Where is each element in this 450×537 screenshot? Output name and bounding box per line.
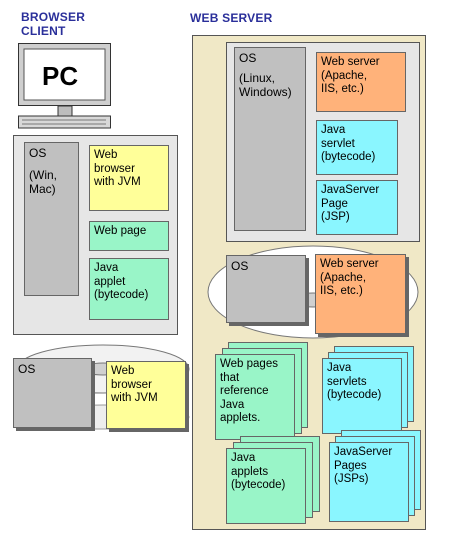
client-java-applet-box: Java applet (bytecode)	[89, 258, 169, 320]
jsps-stack-front: JavaServer Pages (JSPs)	[329, 442, 409, 522]
server-os-box: OS (Linux, Windows)	[234, 47, 306, 231]
browser-client-heading: BROWSER CLIENT	[21, 10, 86, 38]
client-web-page-box: Web page	[89, 221, 169, 251]
web-pages-stack-front: Web pages that reference Java applets.	[215, 354, 295, 440]
web-server-heading: WEB SERVER	[190, 11, 273, 25]
pc-monitor-icon	[18, 43, 113, 133]
client-os-label: OS (Win, Mac)	[29, 146, 57, 196]
pc-label: PC	[42, 61, 79, 91]
client-disk-browser-box: Web browser with JVM	[106, 361, 186, 429]
server-os-label: OS (Linux, Windows)	[239, 51, 292, 99]
server-jsp-box: JavaServer Page (JSP)	[316, 180, 398, 235]
server-disk-webserver-box: Web server (Apache, IIS, etc.)	[315, 254, 406, 334]
server-java-servlet-box: Java servlet (bytecode)	[316, 120, 398, 175]
servlets-stack-front: Java servlets (bytecode)	[322, 358, 402, 434]
client-os-box: OS (Win, Mac)	[24, 142, 79, 296]
server-disk-os-box: OS	[226, 255, 306, 323]
client-web-browser-box: Web browser with JVM	[89, 145, 169, 211]
client-disk-os-box: OS	[13, 358, 92, 428]
applets-stack-front: Java applets (bytecode)	[226, 448, 306, 524]
server-webserver-box: Web server (Apache, IIS, etc.)	[316, 52, 406, 112]
